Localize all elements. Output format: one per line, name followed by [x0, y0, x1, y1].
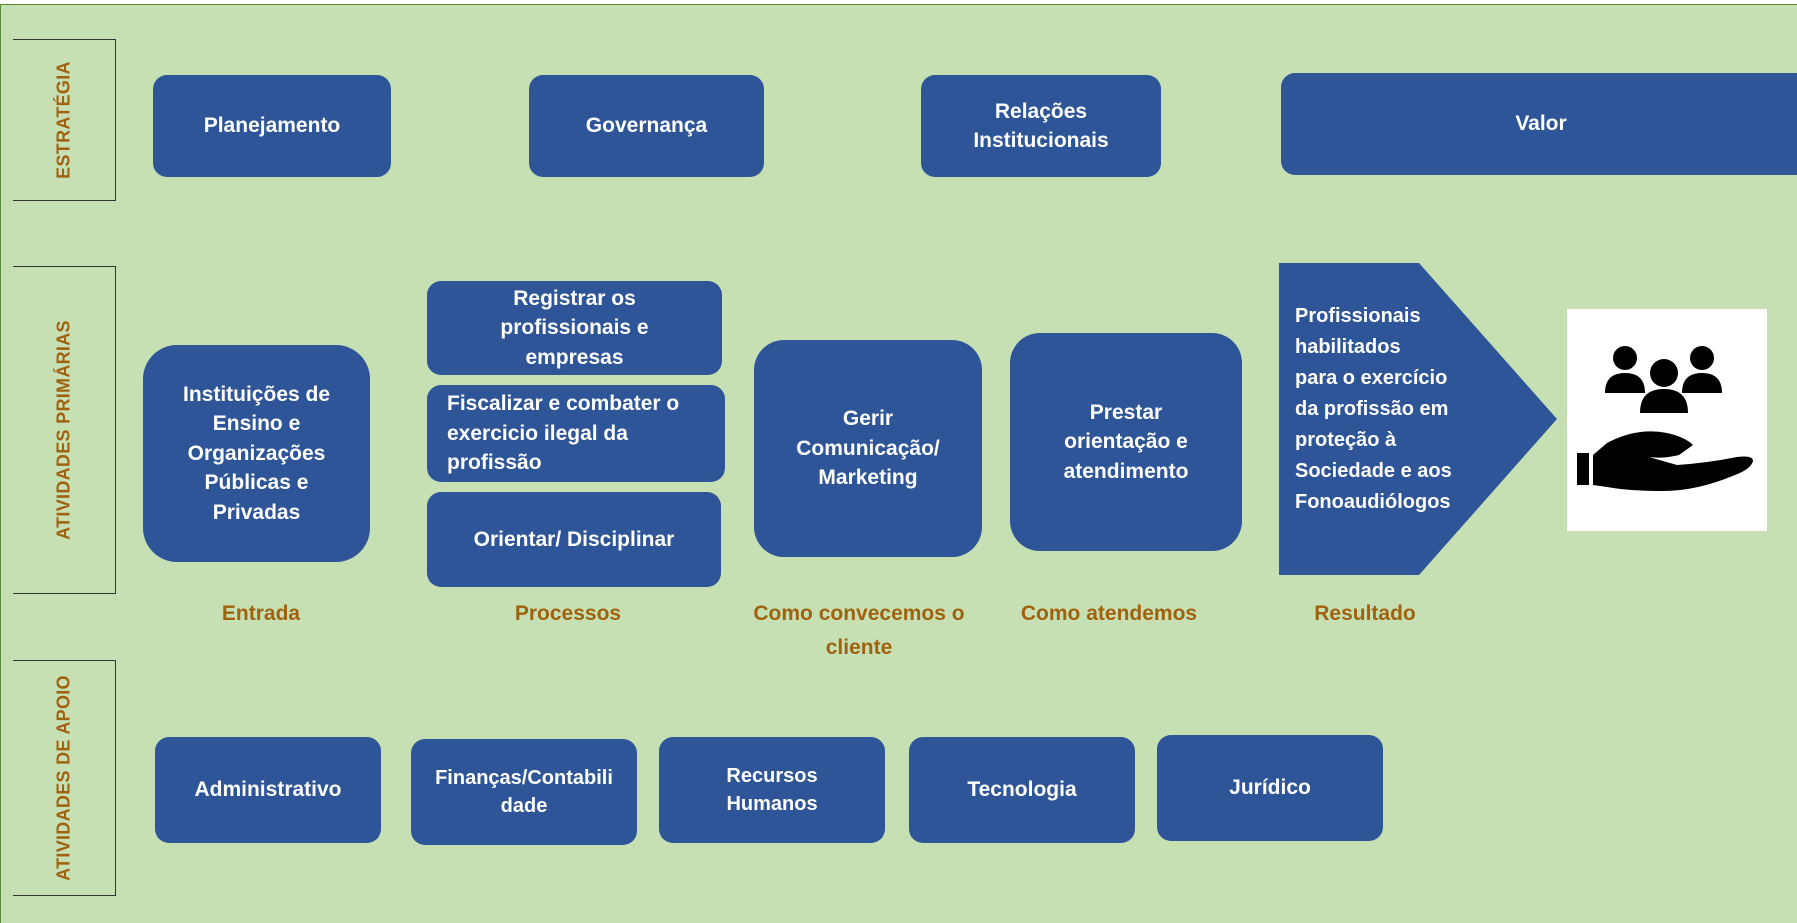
- support-recursos-humanos: Recursos Humanos: [659, 737, 885, 843]
- support-juridico: Jurídico: [1157, 735, 1383, 841]
- strategy-governanca: Governança: [529, 75, 764, 177]
- process-orientar-disciplinar: Orientar/ Disciplinar: [427, 492, 721, 587]
- band-label-strategy: ESTRATÉGIA: [53, 61, 74, 179]
- band-label-primary: ATIVIDADES PRIMÁRIAS: [53, 320, 74, 540]
- support-financas-contabilidade: Finanças/Contabili dade: [411, 739, 637, 845]
- caption-como-convencemos: Como convecemos o cliente: [753, 602, 965, 659]
- primary-entrada-box: Instituições de Ensino e Organizações Pú…: [143, 345, 370, 562]
- band-strategy: ESTRATÉGIA: [13, 39, 116, 201]
- caption-resultado: Resultado: [1314, 602, 1416, 625]
- caption-como-atendemos: Como atendemos: [1020, 602, 1198, 625]
- primary-gerir-comunicacao: Gerir Comunicação/ Marketing: [754, 340, 982, 557]
- band-support: ATIVIDADES DE APOIO: [13, 660, 116, 896]
- band-label-support: ATIVIDADES DE APOIO: [53, 675, 74, 881]
- result-arrow-shape: [1279, 263, 1557, 575]
- caption-entrada: Entrada: [221, 602, 301, 625]
- strategy-planejamento: Planejamento: [153, 75, 391, 177]
- result-text: Profissionais habilitados para o exercíc…: [1295, 305, 1452, 513]
- strategy-relacoes-institucionais: Relações Institucionais: [921, 75, 1161, 177]
- people-in-hand-icon: [1567, 309, 1767, 531]
- process-registrar: Registrar os profissionais e empresas: [427, 281, 722, 375]
- primary-prestar-orientacao: Prestar orientação e atendimento: [1010, 333, 1242, 551]
- band-primary: ATIVIDADES PRIMÁRIAS: [13, 266, 116, 594]
- caption-processos: Processos: [514, 602, 622, 625]
- process-fiscalizar: Fiscalizar e combater o exercicio ilegal…: [427, 385, 725, 482]
- support-tecnologia: Tecnologia: [909, 737, 1135, 843]
- strategy-valor: Valor: [1281, 73, 1797, 175]
- value-chain-diagram: ESTRATÉGIA ATIVIDADES PRIMÁRIAS ATIVIDAD…: [0, 4, 1797, 923]
- support-administrativo: Administrativo: [155, 737, 381, 843]
